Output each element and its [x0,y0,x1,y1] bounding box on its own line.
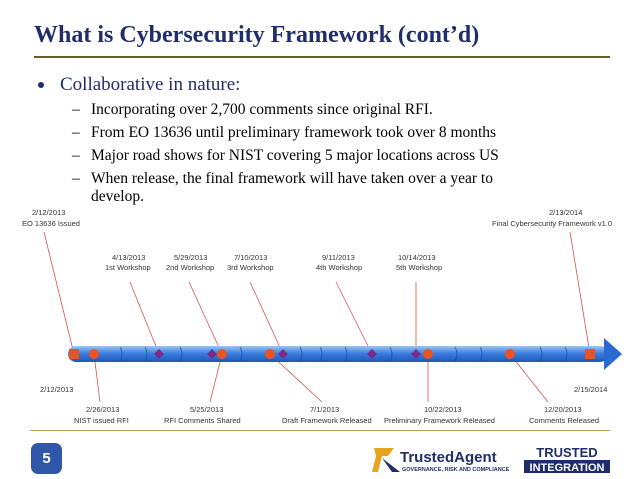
timeline-date: 5/29/2013 [174,253,207,262]
dash-icon: – [72,170,80,187]
timeline-event: Preliminary Framework Released [384,416,495,425]
workshop-marker [367,349,377,359]
timeline-date: 2/15/2014 [574,385,607,394]
logo-text: TRUSTED [536,445,597,460]
milestone-end-marker [585,349,595,359]
dash-icon: – [72,124,80,141]
timeline-date: 9/11/2013 [322,253,355,262]
main-bullet: Collaborative in nature: [60,74,241,95]
sub-bullet-text: Major road shows for NIST covering 5 maj… [91,147,499,164]
dash-icon: – [72,147,80,164]
timeline-date: 12/20/2013 [544,405,582,414]
timeline-event: 3rd Workshop [227,263,274,272]
timeline-event: NIST issued RFI [74,416,129,425]
workshop-marker [278,349,288,359]
sub-bullet-text: Incorporating over 2,700 comments since … [91,101,433,118]
slide-title: What is Cybersecurity Framework (cont’d) [34,22,480,48]
timeline-event: 4th Workshop [316,263,362,272]
bottom-labels: 2/12/2013 2/26/2013 NIST issued RFI 5/25… [40,385,607,425]
timeline-date: 10/22/2013 [424,405,462,414]
logo-text: INTEGRATION [530,462,605,474]
logo-text: TrustedAgent [400,449,497,466]
workshop-marker [411,349,421,359]
logo-tagline: GOVERNANCE, RISK AND COMPLIANCE [402,467,510,473]
workshop-marker [207,349,217,359]
timeline-event: EO 13636 Issued [22,219,80,228]
slide-number: 5 [31,443,62,474]
event-marker [89,349,99,359]
ta-mark-icon [372,448,394,472]
timeline-date: 7/1/2013 [310,405,339,414]
timeline-date: 10/14/2013 [398,253,436,262]
timeline-date: 2/12/2013 [40,385,73,394]
timeline-event: 5th Workshop [396,263,442,272]
leader-line [43,231,75,355]
leader-line [249,281,284,355]
arrow-head-icon [604,338,622,370]
title-underline [34,56,610,58]
timeline-event: Final Cybersecurity Framework v1.0 [492,219,612,228]
timeline-date: 4/13/2013 [112,253,145,262]
trusted-agent-logo: TrustedAgent GOVERNANCE, RISK AND COMPLI… [372,448,510,473]
top-labels: 2/12/2013 EO 13636 Issued 4/13/2013 1st … [22,208,612,272]
timeline-date: 5/25/2013 [190,405,223,414]
sub-bullet-text: When release, the final framework will h… [91,170,493,187]
footer-divider [30,430,610,431]
timeline-date: 2/12/2013 [32,208,65,217]
leader-line [335,281,373,355]
workshop-marker [154,349,164,359]
timeline-event: Comments Released [529,416,599,425]
timeline-event: RFI Comments Shared [164,416,241,425]
timeline-event: Draft Framework Released [282,416,372,425]
event-marker [217,349,227,359]
sub-bullet-text: develop. [91,188,144,205]
sub-bullet-text: From EO 13636 until preliminary framewor… [91,124,497,141]
leader-line [129,281,160,355]
dash-icon: – [72,101,80,118]
event-marker [505,349,515,359]
leader-line [569,231,591,355]
timeline-date: 7/10/2013 [234,253,267,262]
leader-line [188,281,223,355]
top-leader-lines [43,231,591,355]
timeline-event: 1st Workshop [105,263,151,272]
bullet-icon [38,82,44,88]
timeline-bar [68,338,622,370]
event-marker [265,349,275,359]
milestone-start-marker [69,349,79,359]
timeline-markers [69,349,595,359]
trusted-integration-logo: TRUSTED INTEGRATION [524,445,610,474]
timeline-date: 2/26/2013 [86,405,119,414]
event-marker [423,349,433,359]
timeline-event: 2nd Workshop [166,263,214,272]
timeline-date: 2/13/2014 [549,208,582,217]
